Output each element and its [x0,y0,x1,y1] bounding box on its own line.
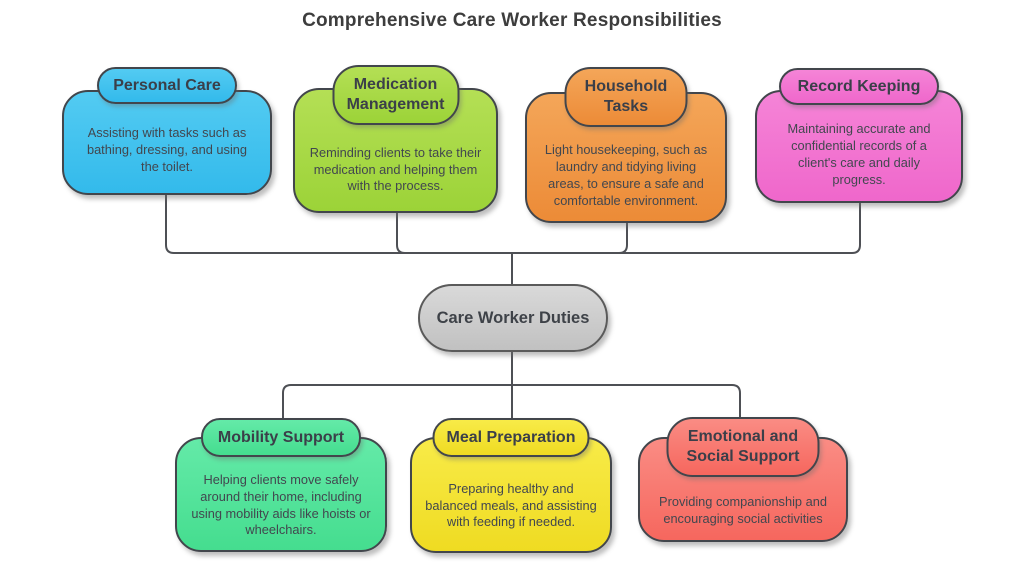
node-record-keeping-body: Maintaining accurate and confidential re… [755,90,963,203]
node-title: Medication Management [346,76,445,113]
node-description: Preparing healthy and balanced meals, an… [425,480,597,530]
node-title: Mobility Support [217,428,345,446]
connector-top-stub-medication [396,213,406,254]
node-personal-care-body: Assisting with tasks such as bathing, dr… [62,90,272,195]
connector-bottom-tree [282,384,741,419]
node-description: Helping clients move safely around their… [191,471,371,538]
node-description: Light housekeeping, such as laundry and … [544,142,708,208]
node-meal-preparation: Preparing healthy and balanced meals, an… [410,418,612,553]
node-personal-care: Assisting with tasks such as bathing, dr… [62,67,272,195]
node-title: Record Keeping [797,77,921,95]
node-title: Emotional and Social Support [686,428,800,465]
node-medication-management: Reminding clients to take their medicati… [293,65,498,213]
node-meal-preparation-header: Meal Preparation [432,418,590,457]
node-title: Personal Care [113,76,221,94]
node-emotional-social-support-header: Emotional and Social Support [666,417,820,477]
node-mobility-support: Helping clients move safely around their… [175,418,387,552]
node-care-worker-duties: Care Worker Duties [418,284,608,352]
node-description: Reminding clients to take their medicati… [309,144,482,194]
node-mobility-support-header: Mobility Support [201,418,361,457]
node-description: Providing companionship and encouraging … [659,493,827,526]
node-record-keeping-header: Record Keeping [779,68,939,105]
node-personal-care-header: Personal Care [97,67,237,104]
node-household-tasks: Light housekeeping, such as laundry and … [525,67,727,223]
node-description: Maintaining accurate and confidential re… [787,121,931,187]
node-description: Assisting with tasks such as bathing, dr… [86,125,248,174]
connector-top-tree [165,195,861,254]
diagram-title: Comprehensive Care Worker Responsibiliti… [302,10,722,31]
connector-top-stub-household [618,222,628,254]
node-title: Meal Preparation [446,428,576,446]
node-mobility-support-body: Helping clients move safely around their… [175,437,387,552]
node-household-tasks-header: Household Tasks [564,67,688,127]
node-title: Care Worker Duties [436,308,590,327]
node-title: Household Tasks [584,78,668,115]
node-medication-management-header: Medication Management [332,65,459,125]
node-emotional-social-support: Providing companionship and encouraging … [638,417,848,542]
node-record-keeping: Maintaining accurate and confidential re… [755,68,963,203]
